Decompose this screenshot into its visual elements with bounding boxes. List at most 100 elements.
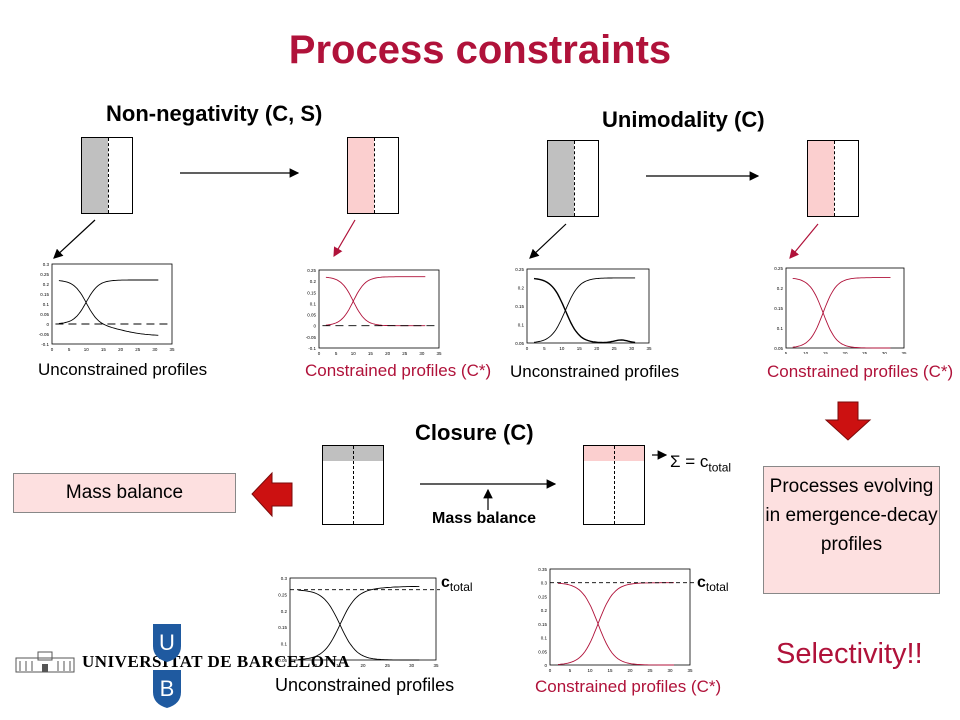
series-line-decay: [533, 277, 636, 344]
x-tick-label: 25: [612, 346, 618, 351]
x-tick-label: 25: [135, 347, 141, 352]
building-logo-icon: [15, 651, 75, 673]
sum-ctotal-label: Σ = ctotal: [670, 452, 732, 475]
x-tick-label: 25: [402, 351, 408, 356]
caption-constrained-2: Constrained profiles (C*): [767, 362, 954, 381]
x-tick-label: 20: [385, 351, 391, 356]
x-tick-label: 10: [803, 351, 809, 354]
pointer-4: [789, 223, 819, 259]
plot-frame: [785, 267, 905, 349]
matrix-constrained-closure: [583, 445, 645, 525]
x-tick-label: 35: [433, 663, 439, 668]
y-tick-label: 0.25: [515, 267, 524, 272]
caption-unconstrained-3: Unconstrained profiles: [275, 675, 455, 695]
y-tick-label: -0.05: [306, 335, 317, 340]
y-tick-label: -0.1: [308, 346, 316, 351]
processes-box: Processes evolving in emergence-decay pr…: [763, 466, 940, 594]
x-tick-label: 15: [368, 351, 374, 356]
y-tick-label: 0.2: [310, 279, 317, 284]
series-line-growth: [792, 277, 891, 348]
y-tick-label: 0.3: [43, 262, 50, 267]
y-tick-label: -0.05: [39, 332, 50, 337]
y-tick-label: -0.1: [41, 342, 49, 347]
x-tick-label: 15: [607, 668, 613, 673]
matrix-unconstrained-closure: [322, 445, 384, 525]
pointer-2: [333, 219, 356, 258]
x-tick-label: 35: [436, 351, 442, 356]
x-tick-label: 25: [385, 663, 391, 668]
x-tick-label: 30: [409, 663, 415, 668]
x-tick-label: 20: [118, 347, 124, 352]
plot-frame: [526, 268, 650, 344]
y-tick-label: 0.15: [278, 625, 287, 630]
y-tick-label: 0.25: [40, 272, 49, 277]
x-tick-label: 15: [577, 346, 583, 351]
y-tick-label: 0.1: [541, 636, 548, 641]
x-tick-label: 0: [549, 668, 552, 673]
y-tick-label: 0.15: [538, 622, 547, 627]
ctotal-label-1: ctotal: [441, 574, 473, 595]
series-line-growth: [557, 582, 674, 665]
y-tick-label: 0.2: [43, 282, 50, 287]
x-tick-label: 25: [862, 351, 868, 354]
y-tick-label: 0.3: [541, 581, 548, 586]
red-arrow-left: [251, 471, 293, 518]
selectivity-text: Selectivity!!: [776, 638, 923, 670]
y-tick-label: 0.2: [777, 286, 784, 291]
plot-frame: [289, 577, 437, 661]
y-tick-label: 0.15: [40, 292, 49, 297]
y-tick-label: 0.2: [518, 286, 525, 291]
x-tick-label: 15: [823, 351, 829, 354]
y-tick-label: 0.05: [515, 341, 524, 346]
ctotal-label-2: ctotal: [697, 574, 729, 595]
section-closure: Closure (C): [415, 420, 534, 445]
y-tick-label: 0.25: [307, 268, 316, 273]
x-tick-label: 5: [569, 668, 572, 673]
mass-balance-label: Mass balance: [432, 510, 537, 527]
university-name: UNIVERSITAT DE BARCELONA: [82, 652, 350, 671]
x-tick-label: 10: [84, 347, 90, 352]
series-line-growth: [533, 277, 636, 343]
x-tick-label: 10: [559, 346, 565, 351]
y-tick-label: 0.15: [307, 290, 316, 295]
x-tick-label: 5: [289, 663, 292, 668]
caption-unconstrained-1: Unconstrained profiles: [38, 360, 208, 379]
x-tick-label: 15: [336, 663, 342, 668]
caption-constrained-3: Constrained profiles (C*): [535, 677, 722, 696]
pointer-1: [53, 219, 96, 259]
series-line-growth: [325, 276, 426, 326]
series-line-decay: [792, 277, 891, 349]
series-line-decay: [58, 280, 159, 336]
y-tick-label: 0: [46, 322, 49, 327]
y-tick-label: 0.05: [307, 313, 316, 318]
logo-letter-u: U: [159, 630, 175, 655]
x-tick-label: 30: [882, 351, 888, 354]
y-tick-label: 0.3: [281, 576, 288, 581]
logo-letter-b: B: [160, 676, 175, 701]
series-line-decay: [325, 276, 426, 327]
caption-unconstrained-2: Unconstrained profiles: [510, 362, 680, 381]
x-tick-label: 30: [629, 346, 635, 351]
x-tick-label: 5: [335, 351, 338, 356]
y-tick-label: 0.1: [43, 302, 50, 307]
y-tick-label: 0.1: [777, 326, 784, 331]
university-crest-icon: U B: [153, 624, 181, 708]
y-tick-label: 0.05: [538, 649, 547, 654]
mass-balance-box: Mass balance: [13, 473, 236, 513]
y-tick-label: 0.1: [281, 642, 288, 647]
x-tick-label: 15: [101, 347, 107, 352]
x-tick-label: 35: [901, 351, 907, 354]
y-tick-label: 0.2: [281, 609, 288, 614]
y-tick-label: 0.05: [278, 658, 287, 663]
y-tick-label: 0: [313, 324, 316, 329]
series-line-decay: [557, 582, 674, 666]
caption-constrained-1: Constrained profiles (C*): [305, 361, 492, 380]
x-tick-label: 5: [785, 351, 788, 354]
y-tick-label: 0.25: [278, 592, 287, 597]
plot-frame: [51, 263, 173, 345]
